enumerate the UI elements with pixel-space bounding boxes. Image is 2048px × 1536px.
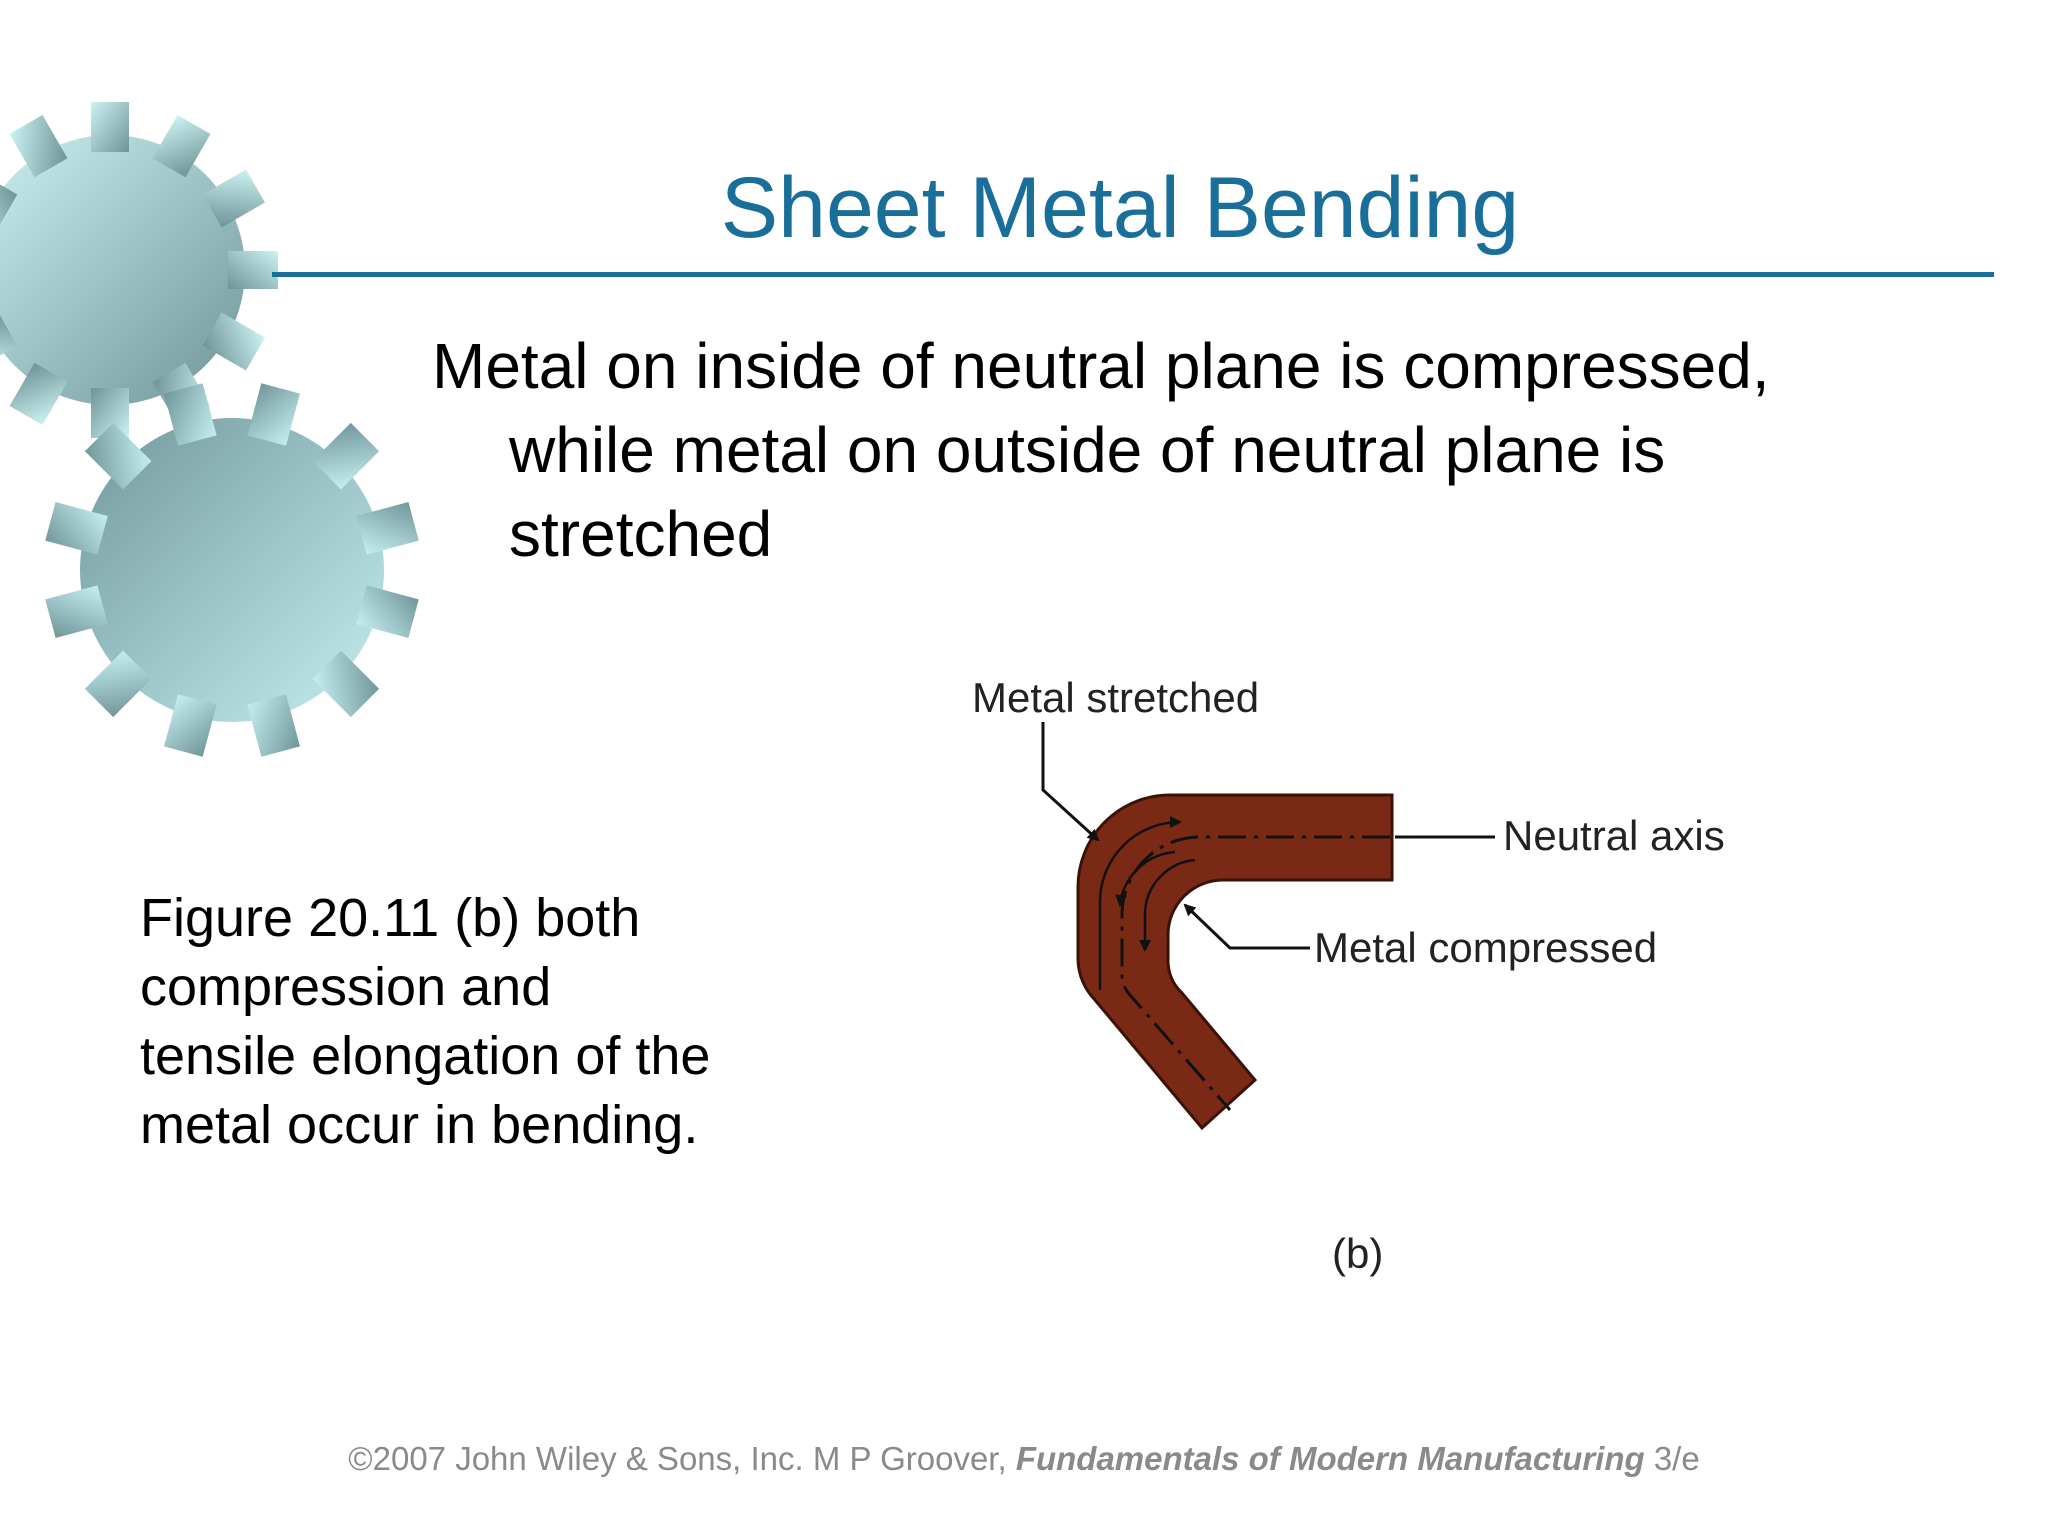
footer-copyright: ©2007 John Wiley & Sons, Inc. M P Groove… [348, 1440, 1016, 1477]
stretched-leader-line [1041, 722, 1100, 842]
label-metal-stretched: Metal stretched [972, 674, 1259, 721]
gears-decoration [0, 102, 419, 757]
caption-line: metal occur in bending. [140, 1095, 699, 1155]
bullet-line: while metal on outside of neutral plane … [509, 414, 1666, 486]
middle-arc-arrow-icon [1115, 850, 1176, 907]
label-metal-compressed: Metal compressed [1314, 924, 1657, 971]
footer-book-title: Fundamentals of Modern Manufacturing [1015, 1440, 1645, 1477]
label-panel-b: (b) [1332, 1230, 1383, 1277]
footer: ©2007 John Wiley & Sons, Inc. M P Groove… [0, 1440, 2048, 1478]
slide-title: Sheet Metal Bending [720, 160, 1520, 256]
bullet-line: stretched [509, 498, 773, 570]
label-neutral-axis: Neutral axis [1503, 812, 1725, 859]
bent-sheet-shape [1076, 793, 1394, 1131]
bending-diagram: Metal stretched Neutral axis Metal compr… [972, 674, 1725, 1277]
gear-top-icon [0, 102, 278, 438]
footer-edition: 3/e [1644, 1440, 1700, 1477]
inner-arc-arrow-icon [1139, 858, 1196, 952]
gear-bottom-icon [45, 383, 419, 757]
caption-line: compression and [140, 957, 552, 1017]
bullet-line: Metal on inside of neutral plane is comp… [432, 330, 1770, 402]
caption-line: tensile elongation of the [140, 1026, 711, 1086]
outer-arc-arrow-icon [1098, 816, 1182, 990]
figure-caption: Figure 20.11 (b) both compression and te… [140, 884, 800, 1160]
neutral-axis-line [1120, 835, 1390, 1111]
compressed-leader-line [1183, 903, 1310, 950]
caption-line: Figure 20.11 (b) both [140, 888, 641, 948]
bullet-text: Metal on inside of neutral plane is comp… [432, 324, 1932, 576]
title-divider [272, 272, 1994, 277]
